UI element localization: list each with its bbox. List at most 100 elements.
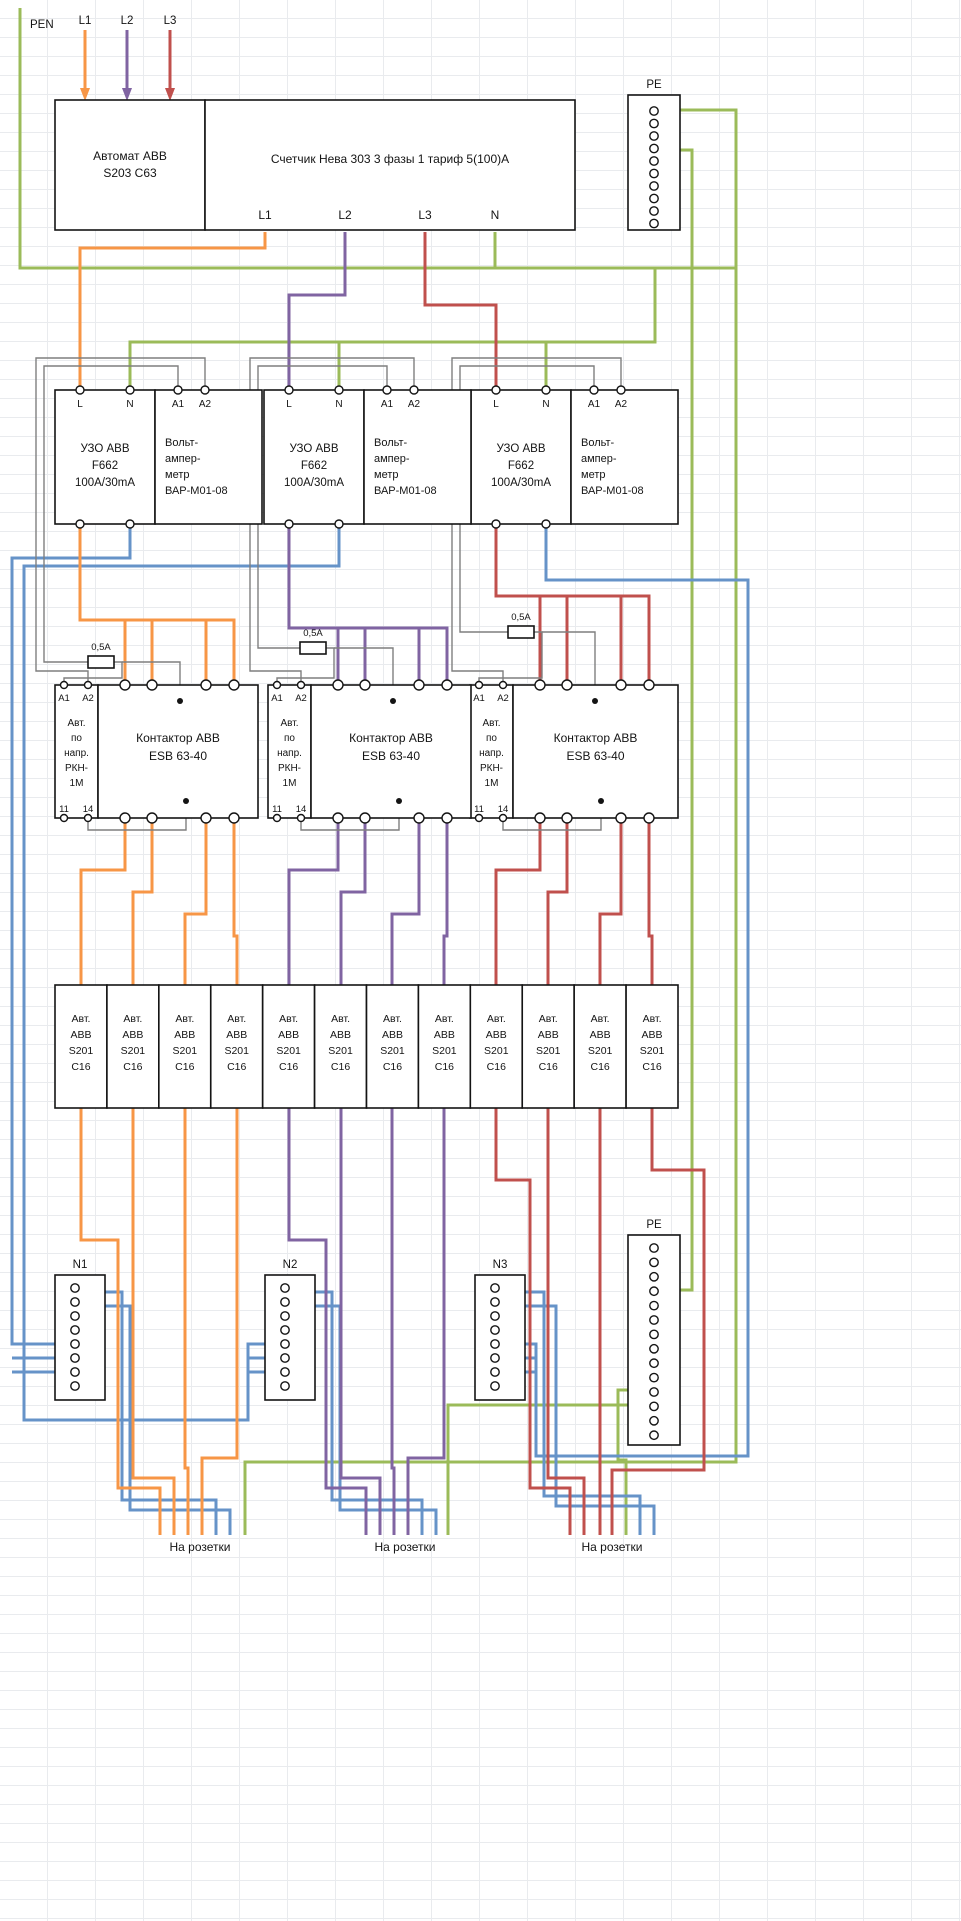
wire-ctl (63, 661, 123, 685)
rkn-model: 1М (70, 778, 84, 789)
uzo-name: УЗО ABB (80, 443, 129, 455)
contactor-model: ESB 63-40 (149, 749, 207, 763)
rkn-name: напр. (64, 748, 89, 759)
terminal-circle (296, 813, 306, 823)
terminal-circle (409, 385, 419, 395)
breaker-name: Авт. (227, 1013, 246, 1025)
breaker-rating: С16 (227, 1061, 246, 1073)
wire-l2 (406, 1108, 446, 1535)
uzo-name: УЗО ABB (289, 443, 338, 455)
breaker-rating: С16 (590, 1061, 609, 1073)
rkn-terminal-a2: А2 (497, 693, 509, 704)
terminal-circle (59, 680, 69, 690)
rkn-terminal-a2: А2 (82, 693, 94, 704)
terminal-circle (649, 206, 659, 216)
terminal-circle (272, 680, 282, 690)
terminal-circle (491, 385, 501, 395)
terminal-circle (119, 679, 131, 691)
voltmeter-terminal-a1: А1 (172, 399, 185, 410)
wire-l3 (494, 1108, 572, 1535)
wire-n (525, 1304, 656, 1535)
breaker-name: Авт. (435, 1013, 454, 1025)
coil-terminal-dot (183, 798, 189, 804)
main-breaker-label: Автомат ABB (93, 149, 167, 163)
wire-n (525, 524, 750, 1458)
terminal-circle (534, 812, 546, 824)
fuse-3-label: 0,5А (511, 612, 531, 623)
terminal-circle (490, 1367, 500, 1377)
wire-l2 (442, 818, 449, 985)
terminal-circle (382, 385, 392, 395)
wire-n (10, 524, 132, 1346)
outlets-label-3: На розетки (582, 1540, 643, 1554)
arrow-l2-icon (122, 88, 132, 101)
terminal-circle (490, 1381, 500, 1391)
wire-pe (243, 268, 738, 1535)
breaker-brand: ABB (382, 1029, 403, 1041)
terminal-circle (413, 679, 425, 691)
wire-l1 (78, 524, 236, 685)
voltmeter-terminal-a2: А2 (199, 399, 212, 410)
terminal-circle (541, 385, 551, 395)
pen-label: PEN (30, 19, 54, 31)
rkn-name: по (284, 733, 295, 744)
rkn-terminal-11: 11 (272, 804, 282, 815)
terminal-circle (296, 680, 306, 690)
terminal-circle (643, 812, 655, 824)
uzo-rating: 100A/30mA (75, 477, 135, 489)
terminal-circle (649, 1271, 659, 1282)
terminal-circle (70, 1381, 80, 1391)
terminal-circle (490, 1325, 500, 1335)
terminal-circle (359, 679, 371, 691)
voltmeter-name: ампер- (165, 453, 201, 465)
terminal-circle (649, 1358, 659, 1369)
voltmeter-model: ВАР-М01-08 (374, 485, 437, 497)
l2-label: L2 (121, 15, 134, 27)
terminal-circle (70, 1283, 80, 1293)
wire-l3 (423, 232, 498, 390)
coil-terminal-dot (390, 698, 396, 704)
rkn-model: 1М (485, 778, 499, 789)
rkn-terminal-a1: А1 (58, 693, 70, 704)
terminal-circle (272, 813, 282, 823)
terminal-circle (441, 679, 453, 691)
breaker-model: S201 (588, 1045, 613, 1057)
wire-l2 (339, 818, 367, 985)
terminal-circle (200, 385, 210, 395)
rkn-name: напр. (277, 748, 302, 759)
breaker-name: Авт. (175, 1013, 194, 1025)
breaker-model: S201 (432, 1045, 457, 1057)
voltmeter-name: метр (374, 469, 398, 481)
breaker-box-12 (625, 984, 679, 1109)
wire-ctl (43, 365, 179, 663)
terminal-circle (649, 106, 659, 116)
terminal-circle (649, 156, 659, 166)
voltmeter-name: Вольт- (165, 437, 199, 449)
terminal-circle (284, 519, 294, 529)
uzo-model: F662 (92, 460, 118, 472)
wire-n (315, 1290, 424, 1535)
rkn-name: Авт. (482, 718, 500, 729)
fuse-2-label: 0,5А (303, 628, 323, 639)
wire-n (105, 1304, 232, 1535)
terminal-circle (125, 385, 135, 395)
breaker-rating: С16 (487, 1061, 506, 1073)
terminal-circle (280, 1311, 290, 1321)
voltmeter-name: метр (165, 469, 189, 481)
breaker-box-10 (521, 984, 575, 1109)
fuse-3 (507, 625, 535, 639)
terminal-circle (70, 1367, 80, 1377)
breaker-box-7 (365, 984, 420, 1109)
wire-pe (128, 268, 657, 390)
terminal-circle (490, 1339, 500, 1349)
contactor-box-2 (310, 684, 472, 819)
terminal-circle (589, 385, 599, 395)
wire-n (315, 1304, 438, 1535)
wire-l2 (390, 818, 421, 985)
breaker-box-11 (573, 984, 627, 1109)
n3-label: N3 (493, 1259, 508, 1271)
breaker-brand: ABB (590, 1029, 611, 1041)
contactor-model: ESB 63-40 (362, 749, 420, 763)
